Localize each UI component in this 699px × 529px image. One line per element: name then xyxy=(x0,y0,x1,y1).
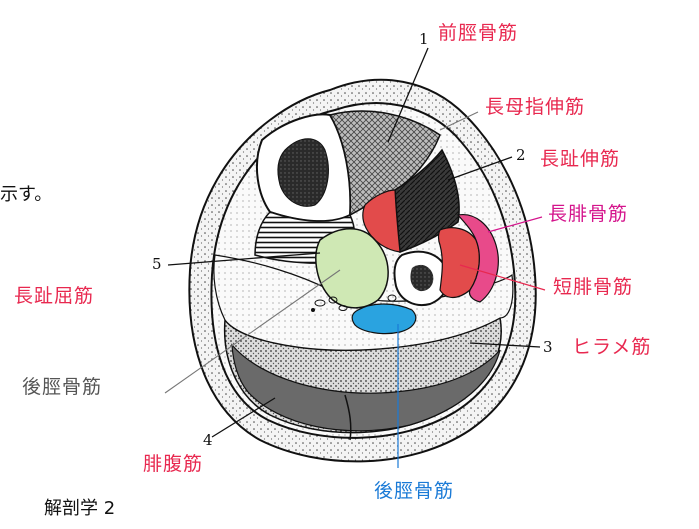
gastrocnemius-dark-band xyxy=(231,343,501,432)
leader-5 xyxy=(167,252,321,266)
neurovascular-bundle xyxy=(311,294,397,312)
fibula-marrow xyxy=(410,264,434,292)
ink-leaders xyxy=(397,216,546,468)
label-number-4: 4 xyxy=(203,431,213,449)
annotation-peroneus-longus: 長腓骨筋 xyxy=(548,203,629,225)
annotation-tibialis-posterior-blue: 後脛骨筋 xyxy=(374,480,455,502)
label-number-5: 5 xyxy=(152,255,162,273)
annotation-gastrocnemius: 腓腹筋 xyxy=(143,453,204,475)
annotation-soleus: ヒラメ筋 xyxy=(572,336,652,358)
pencil-leaders xyxy=(164,111,479,394)
annotation-flexor-digitorum-longus: 長趾屈筋 xyxy=(14,285,95,307)
annotation-tibialis-anterior: 前脛骨筋 xyxy=(438,22,519,44)
red-leader-pb xyxy=(459,264,546,291)
label-number-2: 2 xyxy=(516,146,526,164)
printed-fragment-top: 示す。 xyxy=(0,184,53,205)
leader-1 xyxy=(387,47,429,143)
printed-fragment-bottom: 解剖学 2 xyxy=(44,498,116,519)
label-number-1: 1 xyxy=(419,30,429,48)
peroneus-brevis-muscle xyxy=(437,227,480,299)
leader-2 xyxy=(447,156,513,181)
flexor-digitorum-longus-muscle xyxy=(315,228,389,309)
tibialis-posterior-muscle xyxy=(351,303,417,335)
leader-4 xyxy=(211,397,276,438)
leader-3 xyxy=(469,342,541,348)
pencil-leader-fdl xyxy=(164,269,341,394)
annotation-extensor-digitorum-longus: 長趾伸筋 xyxy=(540,148,621,170)
tibia-marrow xyxy=(277,138,329,207)
annotation-extensor-hallucis-longus: 長母指伸筋 xyxy=(485,96,586,118)
peroneus-longus-muscle xyxy=(456,214,499,303)
annotation-tibialis-posterior-pencil: 後脛骨筋 xyxy=(22,376,103,398)
magenta-leader-pl xyxy=(487,216,543,233)
pencil-leader-ehl xyxy=(439,111,479,131)
annotation-peroneus-brevis: 短腓骨筋 xyxy=(553,276,634,298)
gastrocnemius-septum xyxy=(344,394,352,441)
leader-lines xyxy=(167,47,541,438)
label-number-3: 3 xyxy=(543,338,553,356)
